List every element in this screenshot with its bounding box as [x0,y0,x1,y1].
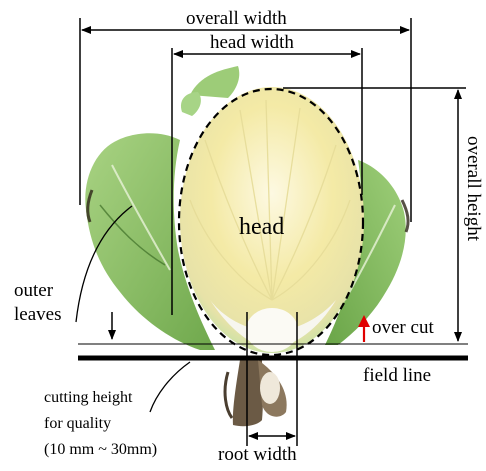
root-width-label: root width [218,444,297,465]
outer-leaves-label-line1: outer [14,280,54,301]
root-image [225,360,287,426]
cutting-height-pointer [150,362,190,412]
head-width-label: head width [210,32,294,53]
cutting-height-label-line2: for quality [44,415,111,432]
overall-height-label: overall height [463,136,484,242]
overall-width-label: overall width [186,8,287,29]
cutting-height-label-line3: (10 mm ~ 30mm) [44,441,157,458]
head-label: head [239,214,284,240]
cutting-height-label-line1: cutting height [44,389,133,406]
field-line-label: field line [363,365,431,386]
over-cut-label: over cut [372,317,434,338]
outer-leaves-label-line2: leaves [14,304,61,325]
